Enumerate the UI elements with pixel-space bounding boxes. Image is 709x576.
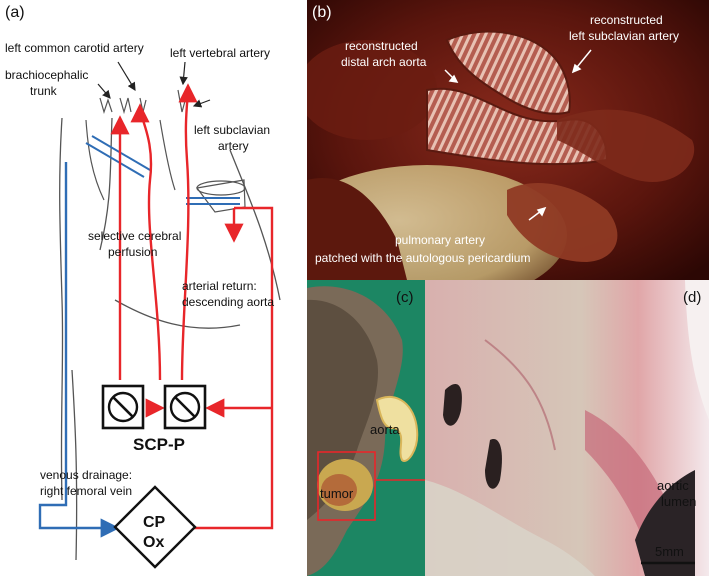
label-brachiocephalic-2: trunk [30,84,58,98]
clamp-descending [186,197,240,205]
arterial-lines [110,83,274,530]
label-pulmonary-2: patched with the autologous pericardium [315,251,530,265]
label-scale: 5mm [655,544,684,559]
surgical-field-image: (b) reconstructed left subclavian artery… [307,0,709,280]
label-selective-2: perfusion [108,245,157,259]
gross-specimen-image: (c) aorta tumor [307,280,425,576]
label-reconstructed-lsa-2: left subclavian artery [569,29,679,43]
perfusion-schematic: (a) left common carotid artery left vert… [5,4,281,569]
label-cp: CP [143,514,166,531]
label-aortic-2: lumen [661,494,696,509]
label-pulmonary-1: pulmonary artery [395,233,485,247]
panel-a-perfusion-diagram: (a) left common carotid artery left vert… [0,0,307,576]
label-ox: Ox [143,534,164,551]
panel-d-letter: (d) [683,289,701,306]
panel-a-letter: (a) [5,4,25,21]
label-tumor: tumor [320,486,354,501]
label-left-subclavian-2: artery [218,139,249,153]
panel-b-surgical-photo: (b) reconstructed left subclavian artery… [307,0,709,280]
panel-d-histology: (d) aortic lumen 5mm [425,280,709,576]
panel-b-letter: (b) [312,4,332,21]
venous-line [38,162,120,538]
label-left-subclavian-1: left subclavian [194,123,270,137]
label-venous-2: right femoral vein [40,484,132,498]
label-aortic-1: aortic [657,478,689,493]
label-scp-p: SCP-P [133,435,185,454]
cp-ox-oxygenator [113,485,197,569]
panel-a-text: (a) left common carotid artery left vert… [5,4,274,551]
label-reconstructed-lsa-1: reconstructed [590,13,663,27]
label-arterial-return-1: arterial return: [182,279,257,293]
label-pointers [97,61,211,108]
scp-pump-left [101,384,145,430]
body-outline [59,117,281,561]
label-brachiocephalic-1: brachiocephalic [5,68,88,82]
histology-image: (d) aortic lumen 5mm [425,280,709,576]
label-left-vertebral: left vertebral artery [170,46,270,60]
label-reconstructed-arch-1: reconstructed [345,39,418,53]
panel-c-gross-specimen: (c) aorta tumor [307,280,425,576]
scp-pump-right [163,384,207,430]
panel-c-letter: (c) [396,289,414,306]
label-reconstructed-arch-2: distal arch aorta [341,55,427,69]
label-aorta: aorta [370,422,400,437]
panel-b-pointers [444,49,592,221]
label-left-common-carotid: left common carotid artery [5,41,144,55]
label-arterial-return-2: descending aorta [182,295,274,309]
tumor-box [317,451,376,521]
label-venous-1: venous drainage: [40,468,132,482]
label-selective-1: selective cerebral [88,229,181,243]
clamp-brachiocephalic [85,135,151,178]
panel-b-text: (b) reconstructed left subclavian artery… [312,4,679,265]
